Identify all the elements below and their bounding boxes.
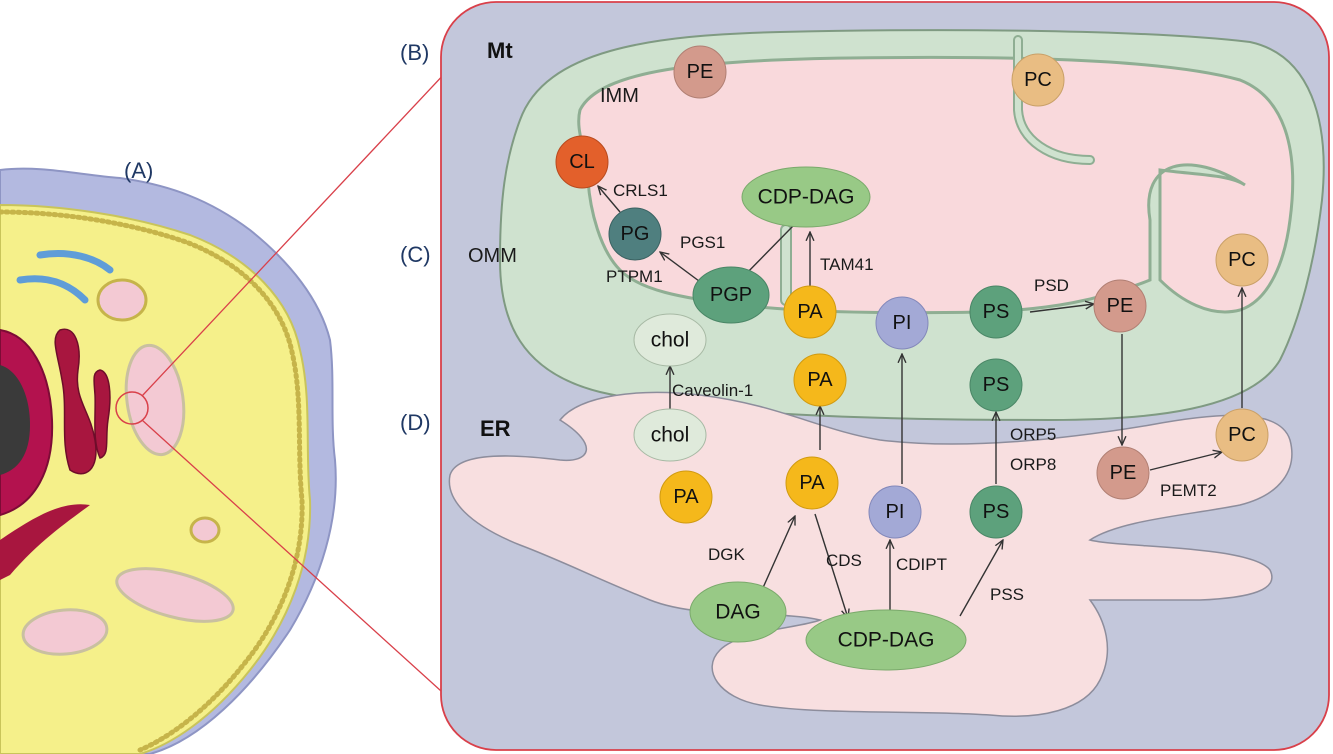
lipid-pa-imm: PA — [783, 285, 837, 339]
svg-text:CDP-DAG: CDP-DAG — [758, 186, 855, 209]
lipid-pa-omm: PA — [793, 353, 847, 407]
lipid-pi-er: PI — [868, 485, 922, 539]
svg-text:PS: PS — [983, 374, 1010, 396]
svg-text:PGP: PGP — [710, 284, 752, 306]
svg-text:PC: PC — [1228, 249, 1256, 271]
lipid-pe-top: PE — [673, 45, 727, 99]
pathway-arrows — [598, 186, 1242, 620]
enzyme-cds: CDS — [826, 551, 862, 570]
zoom-line-bottom — [141, 419, 463, 711]
svg-text:CDP-DAG: CDP-DAG — [838, 629, 935, 652]
lipid-pe-er: PE — [1096, 446, 1150, 500]
blue-organelle-2 — [16, 275, 89, 304]
lipid-dag: DAG — [689, 581, 787, 643]
vesicle — [96, 278, 148, 322]
lipid-pg: PG — [608, 207, 662, 261]
enzyme-orp8: ORP8 — [1010, 455, 1056, 474]
mitochondrion-small-2 — [115, 567, 235, 623]
svg-text:PA: PA — [807, 369, 833, 391]
zoom-line-top — [141, 54, 463, 397]
mitochondrion-small-3 — [21, 608, 109, 656]
enzyme-dgk: DGK — [708, 545, 746, 564]
region-label-omm: OMM — [468, 245, 517, 267]
cell-cytoplasm — [0, 203, 312, 754]
golgi-stack — [93, 369, 111, 459]
region-label-imm: IMM — [600, 85, 639, 107]
svg-text:DAG: DAG — [715, 601, 761, 624]
endoplasmic-reticulum — [448, 391, 1293, 717]
arrow-ps-to-pe — [1029, 304, 1094, 313]
arrow-pg-to-cl — [598, 186, 621, 213]
svg-text:PS: PS — [983, 301, 1010, 323]
lipid-pi-mt: PI — [875, 296, 929, 350]
enzyme-orp5: ORP5 — [1010, 425, 1056, 444]
enzyme-psd: PSD — [1034, 276, 1069, 295]
enzyme-pss: PSS — [990, 585, 1024, 604]
lipid-pc-right: PC — [1215, 233, 1269, 287]
svg-text:PC: PC — [1228, 424, 1256, 446]
lipid-pa-er-2: PA — [785, 456, 839, 510]
svg-text:PA: PA — [797, 301, 823, 323]
arrow-cdpdag-to-ps — [959, 540, 1003, 617]
enzyme-pemt2: PEMT2 — [1160, 481, 1217, 500]
arrow-pgp-to-pg — [660, 252, 704, 285]
lipid-cl: CL — [555, 135, 609, 189]
lipid-pe-imm: PE — [1093, 279, 1147, 333]
panel-label-c: (C) — [400, 242, 431, 267]
panel-label-d: (D) — [400, 410, 431, 435]
crista-inner — [1015, 37, 1093, 163]
lipid-chol-er: chol — [633, 408, 707, 462]
panel-label-a: (A) — [124, 158, 153, 183]
arrow-dag-to-pa — [761, 516, 795, 591]
lipid-pa-er-1: PA — [659, 470, 713, 524]
mitochondrion-small — [124, 343, 186, 457]
lipid-pgp: PGP — [692, 266, 770, 324]
enzyme-tam41: TAM41 — [820, 255, 874, 274]
svg-text:chol: chol — [651, 329, 690, 352]
svg-text:PA: PA — [799, 472, 825, 494]
lipid-cdpdag-mt: CDP-DAG — [741, 166, 871, 228]
svg-text:PI: PI — [886, 501, 905, 523]
enzyme-cdipt: CDIPT — [896, 555, 947, 574]
lipid-ps-er: PS — [969, 485, 1023, 539]
svg-text:PE: PE — [1110, 462, 1137, 484]
svg-text:PI: PI — [893, 312, 912, 334]
lipid-ps-imm: PS — [969, 285, 1023, 339]
enzyme-crls1: CRLS1 — [613, 181, 668, 200]
arrow-pa-to-cdpdag-er — [814, 513, 848, 618]
vesicle-small — [189, 516, 221, 544]
lipid-cdpdag-er: CDP-DAG — [805, 609, 967, 671]
arrow-cdpdag-to-pgp — [742, 225, 794, 278]
lipid-pc-top: PC — [1011, 53, 1065, 107]
svg-text:PE: PE — [1107, 295, 1134, 317]
arrow-pe-to-pc — [1149, 452, 1222, 471]
svg-text:PC: PC — [1024, 69, 1052, 91]
mitochondrion-matrix — [577, 55, 1295, 315]
enzyme-ptpm1: PTPM1 — [606, 267, 663, 286]
lipid-ps-omm: PS — [969, 358, 1023, 412]
region-label-er: ER — [480, 416, 511, 441]
blue-organelle — [36, 249, 114, 274]
svg-text:PA: PA — [673, 486, 699, 508]
nucleolus — [0, 365, 30, 475]
enzyme-pgs1: PGS1 — [680, 233, 725, 252]
enzyme-caveolin: Caveolin-1 — [672, 381, 753, 400]
lipid-chol-mt: chol — [633, 313, 707, 367]
svg-text:chol: chol — [651, 424, 690, 447]
panel-label-b: (B) — [400, 40, 429, 65]
svg-text:CL: CL — [569, 151, 595, 173]
cell-illustration — [0, 167, 337, 754]
er-strand — [0, 504, 90, 580]
svg-text:PE: PE — [687, 61, 714, 83]
cell-membrane-dots — [0, 209, 305, 753]
zoom-circle — [115, 391, 149, 425]
golgi — [54, 328, 97, 475]
lipid-pc-er: PC — [1215, 408, 1269, 462]
svg-text:PG: PG — [621, 223, 650, 245]
region-label-mt: Mt — [487, 38, 513, 63]
svg-text:PS: PS — [983, 501, 1010, 523]
